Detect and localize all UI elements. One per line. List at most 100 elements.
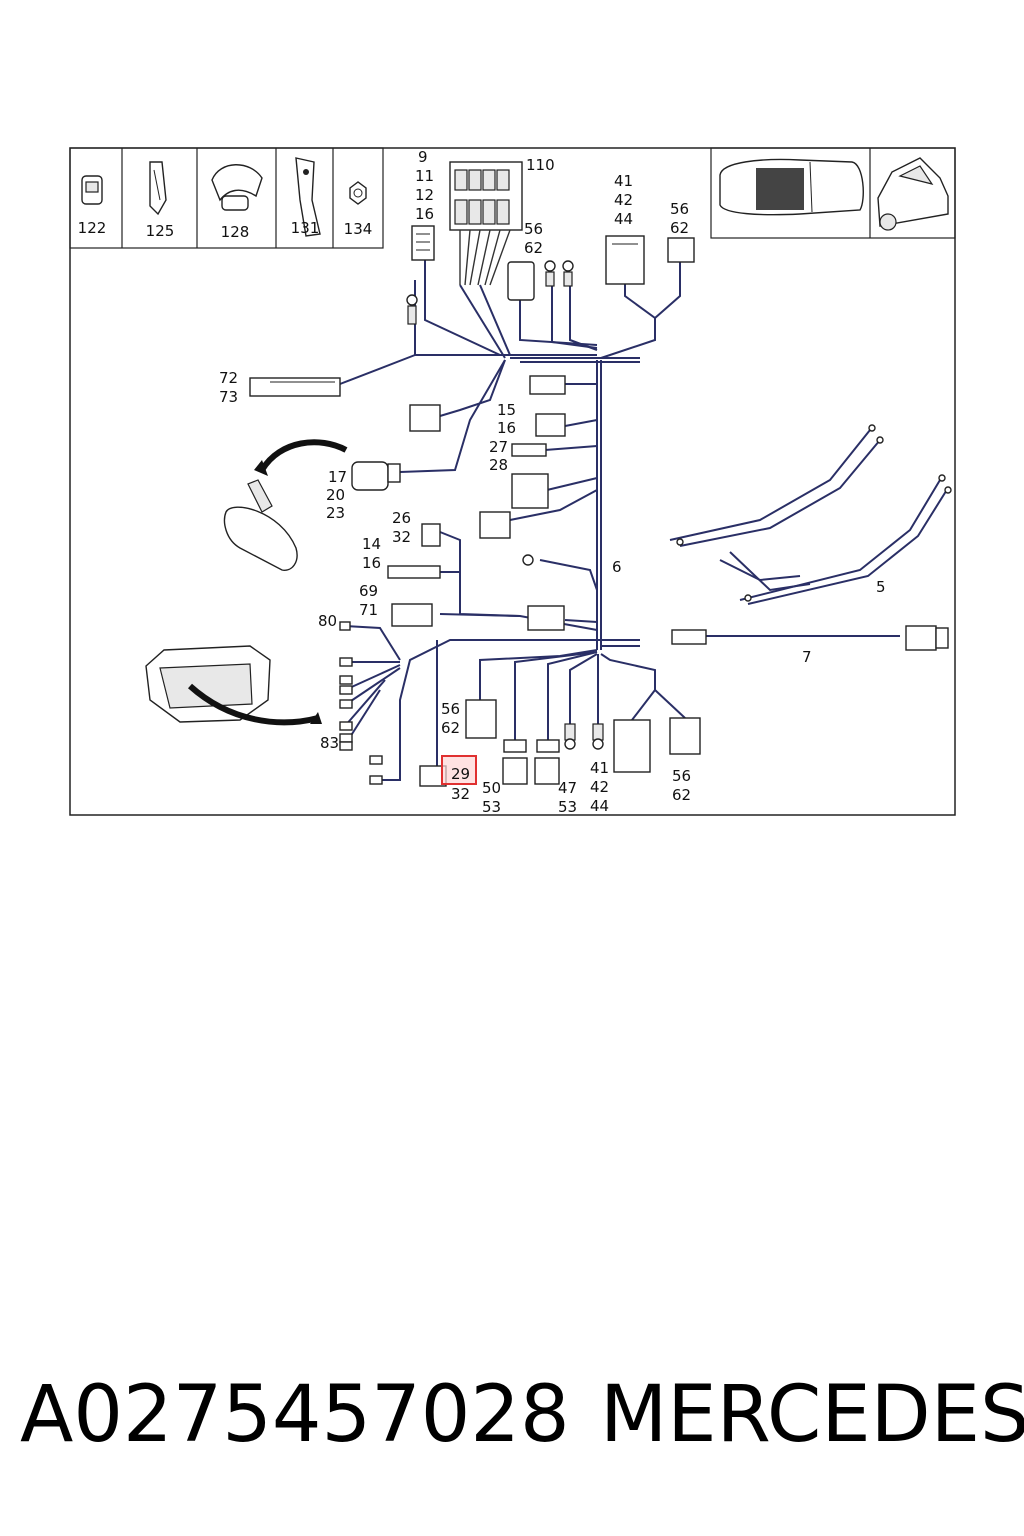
header-parts-strip: 122 125 128 131 134 <box>69 147 384 249</box>
connector-56-62-top <box>507 261 535 301</box>
clip-131-icon <box>295 157 321 237</box>
callout-42: 42 <box>614 191 633 209</box>
callout-16: 16 <box>415 205 434 223</box>
clip-125-icon <box>149 161 167 216</box>
callout-12: 12 <box>415 186 434 204</box>
callout-80: 80 <box>318 612 337 630</box>
car-top-view-icon <box>719 158 864 216</box>
part-number: A0275457028 <box>20 1370 570 1460</box>
callout-44: 44 <box>590 797 609 815</box>
callout-41: 41 <box>590 759 609 777</box>
callout-110: 110 <box>526 156 555 174</box>
callout-62: 62 <box>524 239 543 257</box>
callout-7: 7 <box>802 648 812 666</box>
callout-17: 17 <box>328 468 347 486</box>
nut-134-icon <box>349 181 367 205</box>
connector-mid-block <box>511 473 549 509</box>
callout-62: 62 <box>672 786 691 804</box>
connector-mid-b <box>479 511 511 539</box>
callout-71: 71 <box>359 601 378 619</box>
part-131-label: 131 <box>291 219 320 237</box>
vehicle-thumbnails <box>710 147 956 239</box>
clip-128-icon <box>211 164 263 211</box>
callout-72: 72 <box>219 369 238 387</box>
part-122-label: 122 <box>78 219 107 237</box>
main-harness-wires <box>339 240 900 781</box>
connector-69-71 <box>391 603 433 627</box>
connector-17-23 <box>351 461 389 491</box>
connector-26-32 <box>421 523 441 547</box>
rearview-mirror-illustration <box>223 439 348 571</box>
callout-62: 62 <box>441 719 460 737</box>
ring-terminal-icon <box>562 260 574 272</box>
part-134-label: 134 <box>344 220 373 238</box>
callout-16: 16 <box>497 419 516 437</box>
callout-56: 56 <box>524 220 543 238</box>
connector-47-53 <box>534 757 560 785</box>
dashboard-module-illustration <box>145 645 322 726</box>
ground-eye-icon <box>406 294 418 306</box>
car-side-view-icon <box>877 157 949 231</box>
callout-56: 56 <box>670 200 689 218</box>
callout-5: 5 <box>876 578 886 596</box>
part-125-label: 125 <box>146 222 175 240</box>
ring-terminal-icon <box>564 738 576 750</box>
connector-array-80-83 <box>339 621 383 785</box>
callout-32: 32 <box>392 528 411 546</box>
seat-harness-5 <box>669 424 952 605</box>
part-128-label: 128 <box>221 223 250 241</box>
harness-7-connector <box>671 625 949 651</box>
callout-41: 41 <box>614 172 633 190</box>
callout-16: 16 <box>362 554 381 572</box>
highlight-box-29 <box>441 755 477 785</box>
diagram-frame <box>69 147 956 816</box>
callout-27: 27 <box>489 438 508 456</box>
connector-56-62-lower-right <box>669 717 701 755</box>
callout-23: 23 <box>326 504 345 522</box>
callout-53: 53 <box>482 798 501 816</box>
callout-20: 20 <box>326 486 345 504</box>
callout-14: 14 <box>362 535 381 553</box>
ring-terminal-icon <box>592 738 604 750</box>
callout-56: 56 <box>672 767 691 785</box>
connector-left-a <box>409 404 441 432</box>
connector-small-a <box>529 375 566 395</box>
wiring-harness-diagram: 122 125 128 131 134 <box>69 147 956 816</box>
connector-27-28 <box>511 443 547 457</box>
callout-29: 29 <box>451 765 470 783</box>
fuse-block-110 <box>449 161 523 286</box>
lower-connectors <box>419 699 701 787</box>
connector-41-44-top <box>605 235 645 285</box>
connector-41-44-lower <box>613 719 651 773</box>
callout-83: 83 <box>320 734 339 752</box>
callout-62: 62 <box>670 219 689 237</box>
connector-15-16 <box>535 413 566 437</box>
ring-terminal-icon <box>544 260 556 272</box>
callout-73: 73 <box>219 388 238 406</box>
callout-53: 53 <box>558 798 577 816</box>
callout-6: 6 <box>612 558 622 576</box>
callout-9: 9 <box>418 148 428 166</box>
connector-small-b <box>527 605 565 631</box>
callout-56: 56 <box>441 700 460 718</box>
ring-terminal-icon <box>522 554 534 566</box>
brand-name: MERCEDES <box>600 1370 1024 1460</box>
connector-9-16 <box>411 225 435 261</box>
callout-69: 69 <box>359 582 378 600</box>
connector-14-16 <box>387 565 441 579</box>
connector-56-62-right <box>667 237 695 263</box>
callout-15: 15 <box>497 401 516 419</box>
callout-32: 32 <box>451 785 470 803</box>
connector-50-53 <box>502 757 528 785</box>
callout-50: 50 <box>482 779 501 797</box>
callout-11: 11 <box>415 167 434 185</box>
connector-parts <box>249 161 695 631</box>
callout-44: 44 <box>614 210 633 228</box>
connector-72-73 <box>249 377 341 397</box>
callout-28: 28 <box>489 456 508 474</box>
clip-122-icon <box>81 175 103 205</box>
footer: A0275457028 MERCEDES <box>0 1370 1024 1470</box>
connector-56-62-lower <box>465 699 497 739</box>
callout-47: 47 <box>558 779 577 797</box>
callout-42: 42 <box>590 778 609 796</box>
